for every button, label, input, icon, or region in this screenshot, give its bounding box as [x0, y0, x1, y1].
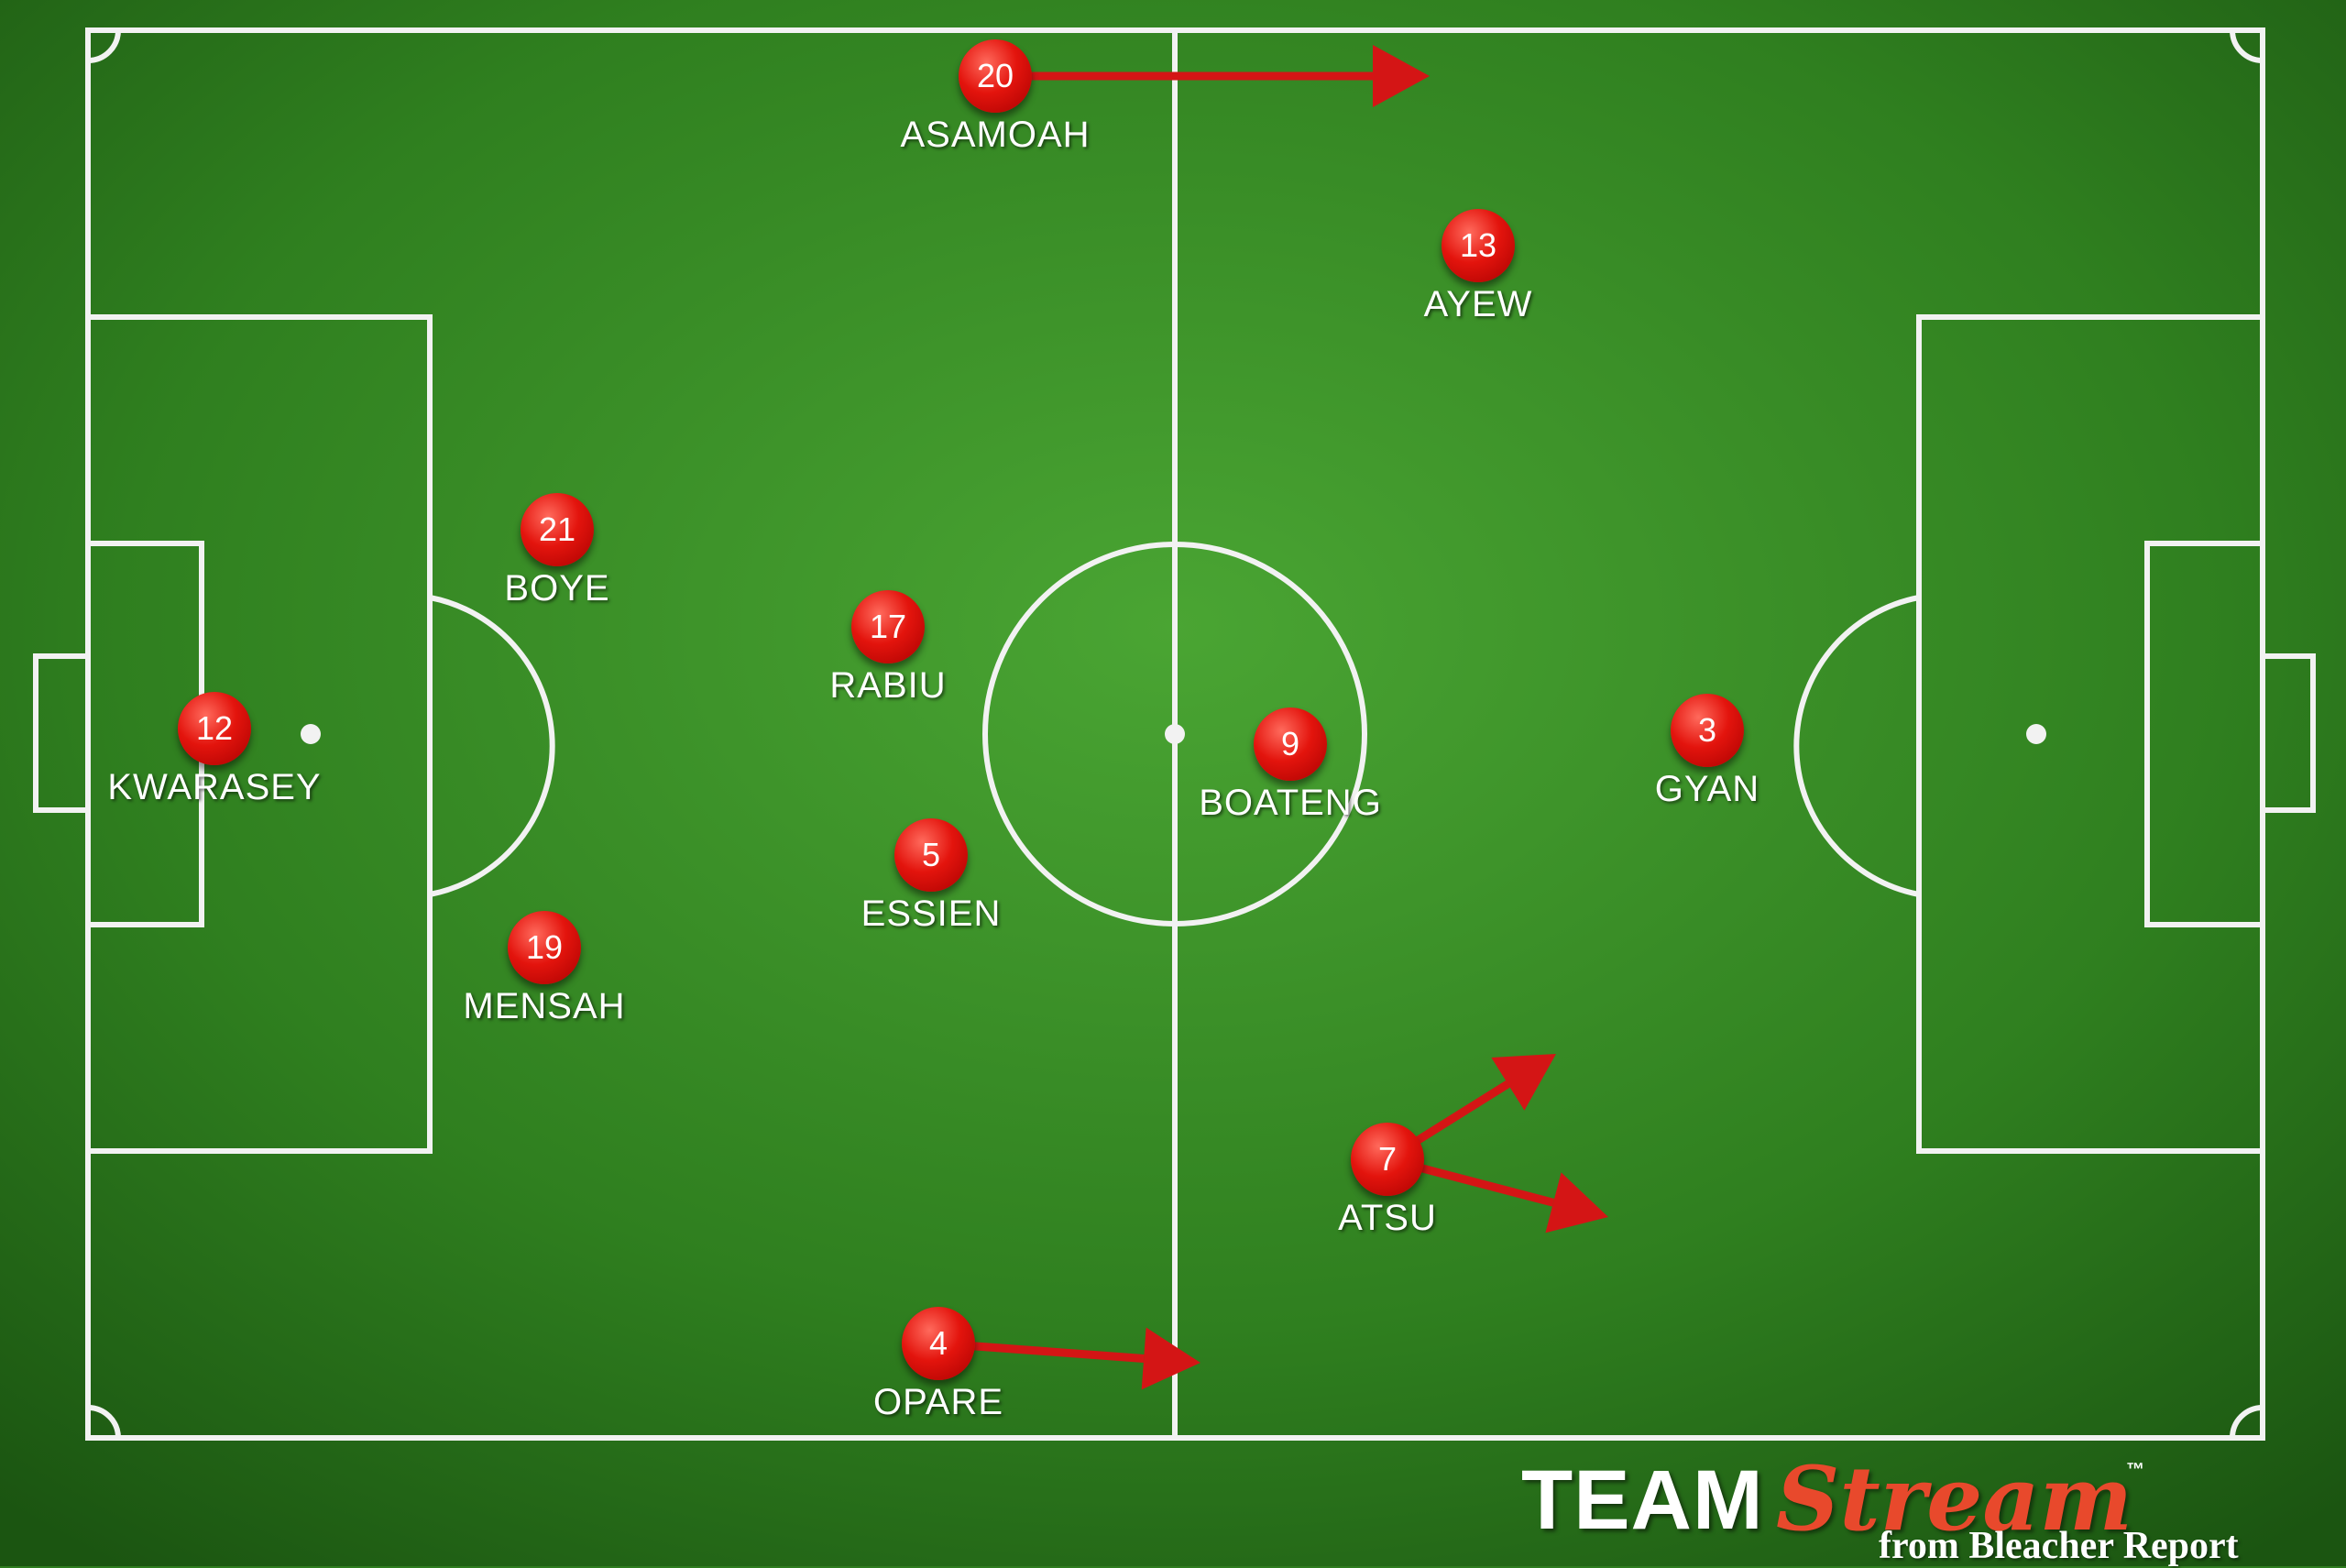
corner-arc-tl [87, 29, 121, 63]
player-name-label: MENSAH [463, 986, 626, 1026]
player-number-badge: 21 [521, 493, 594, 566]
player-number-badge: 7 [1351, 1123, 1424, 1196]
branding-logo: TEAM Stream ™ from Bleacher Report [1521, 1447, 2273, 1567]
player-name-label: AYEW [1423, 284, 1533, 324]
right-penalty-spot [2026, 724, 2046, 744]
movement-arrows [937, 45, 1608, 1390]
player-number-badge: 5 [894, 818, 968, 892]
left-penalty-arc [429, 595, 555, 897]
player-number-badge: 13 [1442, 209, 1515, 282]
brand-stream: Stream [1776, 1447, 2133, 1551]
player-number-badge: 17 [851, 590, 925, 663]
movement-arrow-head [1373, 45, 1430, 107]
left-penalty-spot [301, 724, 321, 744]
player-number-badge: 19 [508, 911, 581, 984]
player-number-badge: 12 [178, 692, 251, 765]
player-name-label: RABIU [829, 665, 947, 706]
player-name-label: GYAN [1654, 769, 1760, 809]
right-penalty-arc [1793, 595, 1920, 897]
lines [33, 27, 2316, 1441]
movement-arrow-head [1141, 1327, 1200, 1390]
player-number-badge: 3 [1671, 694, 1744, 767]
corner-arc-br [2230, 1405, 2264, 1439]
player-name-label: ASAMOAH [900, 115, 1091, 155]
player-number-badge: 20 [959, 39, 1032, 113]
corner-arc-bl [87, 1405, 121, 1439]
centre-circle [982, 542, 1367, 927]
corner-arc-tr [2230, 29, 2264, 63]
player-name-label: BOYE [504, 568, 610, 609]
player-name-label: OPARE [872, 1382, 1004, 1422]
player-number-badge: 9 [1254, 707, 1327, 781]
player-name-label: BOATENG [1199, 783, 1382, 823]
right-goal [2260, 653, 2316, 813]
player-name-label: ATSU [1338, 1198, 1437, 1238]
player-number-badge: 4 [902, 1307, 975, 1380]
movement-arrow-head [1491, 1054, 1556, 1111]
left-goal [33, 653, 91, 813]
player-name-label: ESSIEN [861, 894, 1002, 934]
brand-trademark: ™ [2126, 1460, 2144, 1480]
brand-from: from Bleacher Report [1879, 1525, 2239, 1567]
brand-team: TEAM [1521, 1453, 1764, 1547]
movement-arrow-head [1545, 1172, 1608, 1234]
player-name-label: KWARASEY [107, 767, 322, 807]
centre-spot [1165, 724, 1185, 744]
